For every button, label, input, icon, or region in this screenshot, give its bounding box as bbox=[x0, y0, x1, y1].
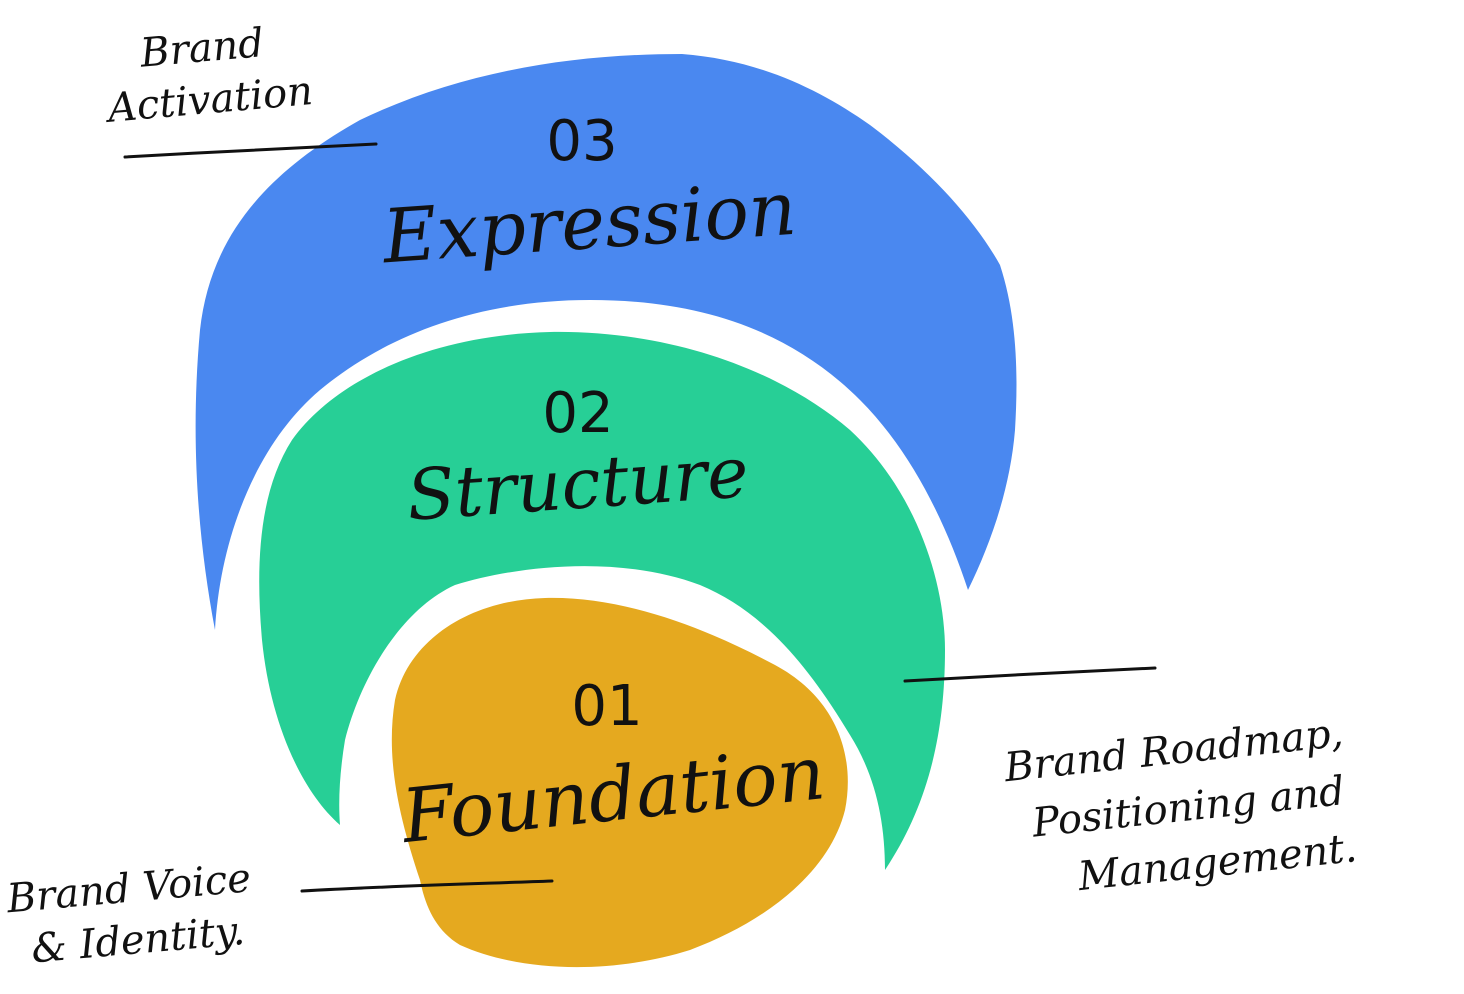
expression-note-line-1: Brand bbox=[137, 20, 265, 77]
foundation-number: 01 bbox=[571, 674, 642, 739]
expression-number: 03 bbox=[546, 109, 617, 174]
foundation-leader-line bbox=[300, 879, 554, 893]
foundation-note: Brand Voice & Identity. bbox=[4, 855, 253, 972]
structure-number: 02 bbox=[542, 381, 613, 446]
expression-leader-line bbox=[123, 142, 378, 159]
structure-note: Brand Roadmap, Positioning and Managemen… bbox=[1001, 710, 1359, 900]
expression-note-line-2: Activation bbox=[102, 68, 315, 132]
structure-leader-line bbox=[903, 666, 1157, 683]
expression-note: Brand Activation bbox=[102, 20, 315, 132]
expression-layer-shape bbox=[195, 54, 1017, 630]
foundation-layer-shape bbox=[391, 597, 848, 968]
structure-layer-shape bbox=[259, 331, 945, 870]
